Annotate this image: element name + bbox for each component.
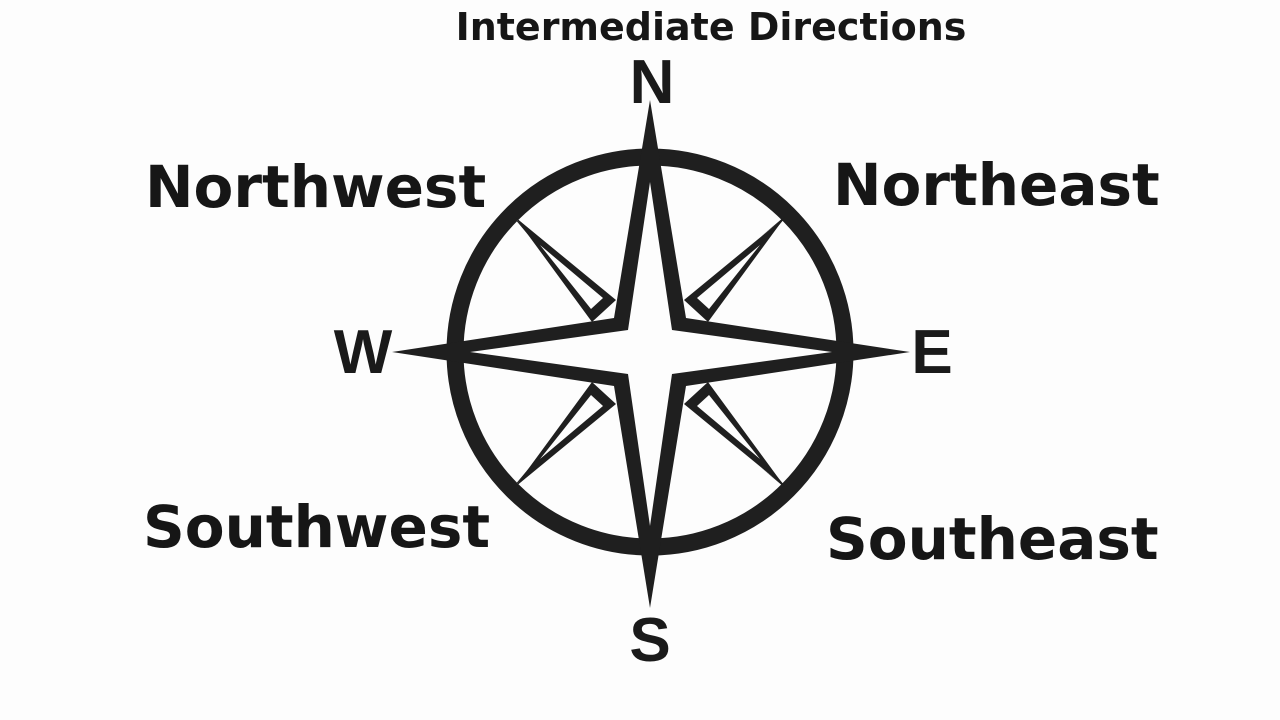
southwest-label: Southwest: [143, 493, 491, 561]
cardinal-south-label: S: [629, 606, 671, 675]
ne-wedge-inner: [697, 245, 760, 309]
cardinal-west-label: W: [333, 318, 393, 387]
se-wedge-inner: [697, 395, 760, 459]
cardinal-east-label: E: [911, 318, 953, 387]
cardinal-north-label: N: [629, 48, 675, 117]
cardinal-star-inner: [470, 182, 832, 526]
nw-wedge-inner: [540, 245, 603, 309]
sw-wedge-inner: [540, 395, 603, 459]
northwest-label: Northwest: [145, 153, 487, 221]
page-title: Intermediate Directions: [455, 5, 967, 49]
southeast-label: Southeast: [826, 505, 1159, 573]
northeast-label: Northeast: [833, 151, 1160, 219]
